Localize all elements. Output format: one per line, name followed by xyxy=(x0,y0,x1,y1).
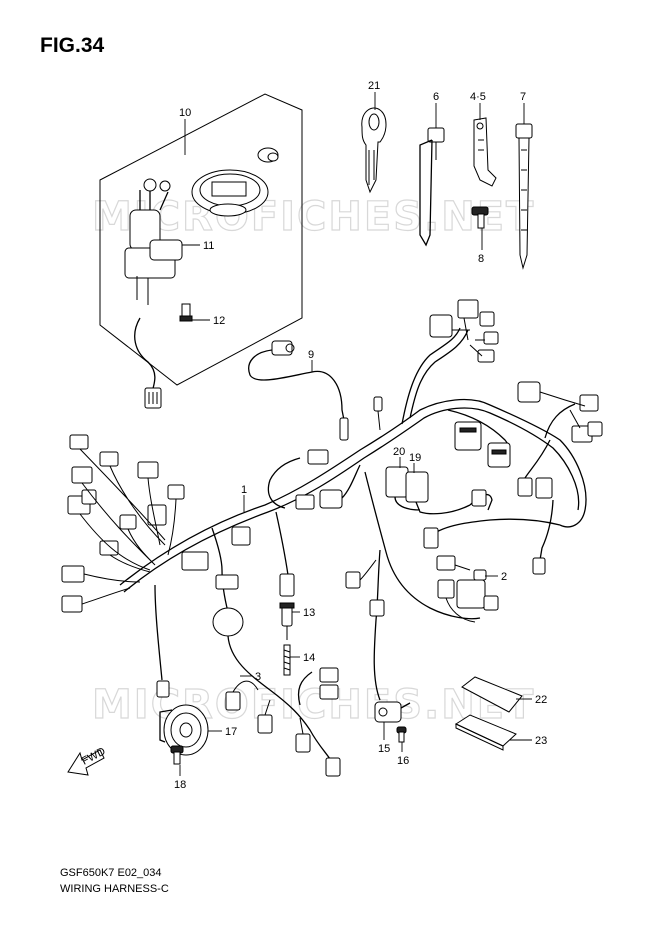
callout-3: 3 xyxy=(255,671,261,683)
callout-15: 15 xyxy=(378,743,390,755)
bolt-16 xyxy=(396,726,407,743)
callout-18: 18 xyxy=(174,779,186,791)
callout-14: 14 xyxy=(303,652,315,664)
callout-23: 23 xyxy=(535,735,547,747)
callout-2: 2 xyxy=(501,571,507,583)
screw-8 xyxy=(471,206,489,229)
main-harness-1 xyxy=(61,299,603,777)
ignition-switch-set xyxy=(99,93,303,409)
pads-22-23 xyxy=(454,676,523,751)
callout-10: 10 xyxy=(179,107,191,119)
callout-4-5: 4·5 xyxy=(470,91,486,103)
callout-6: 6 xyxy=(433,91,439,103)
callout-11: 11 xyxy=(203,240,214,252)
callout-12: 12 xyxy=(213,315,225,327)
callout-19: 19 xyxy=(409,452,421,464)
cable-tie-7 xyxy=(515,123,533,270)
figure-title: FIG.34 xyxy=(40,34,105,57)
figure-caption: WIRING HARNESS-C xyxy=(60,883,169,895)
model-code: GSF650K7 E02_034 xyxy=(60,867,162,879)
sensor-9 xyxy=(248,340,349,441)
callout-labels: 21 6 4·5 7 10 11 12 8 9 1 20 19 2 13 14 … xyxy=(174,80,547,791)
callout-8: 8 xyxy=(478,253,484,265)
bolt-18 xyxy=(170,745,184,765)
callout-7: 7 xyxy=(520,91,526,103)
callout-21: 21 xyxy=(368,80,380,92)
bracket-4-5 xyxy=(473,117,497,187)
callout-22: 22 xyxy=(535,694,547,706)
fwd-arrow: FWD xyxy=(67,745,108,776)
callout-17: 17 xyxy=(225,726,237,738)
bolt-12 xyxy=(179,303,193,322)
callout-9: 9 xyxy=(308,349,314,361)
callout-16: 16 xyxy=(397,755,409,767)
callout-13: 13 xyxy=(303,607,315,619)
leader-lines xyxy=(179,92,532,776)
sensor-15 xyxy=(374,701,411,723)
horn-17 xyxy=(159,704,209,756)
key-21 xyxy=(361,107,387,194)
callout-20: 20 xyxy=(393,446,405,458)
callout-1: 1 xyxy=(241,484,247,496)
watermark-top: MICROFICHES.NET xyxy=(92,194,535,240)
